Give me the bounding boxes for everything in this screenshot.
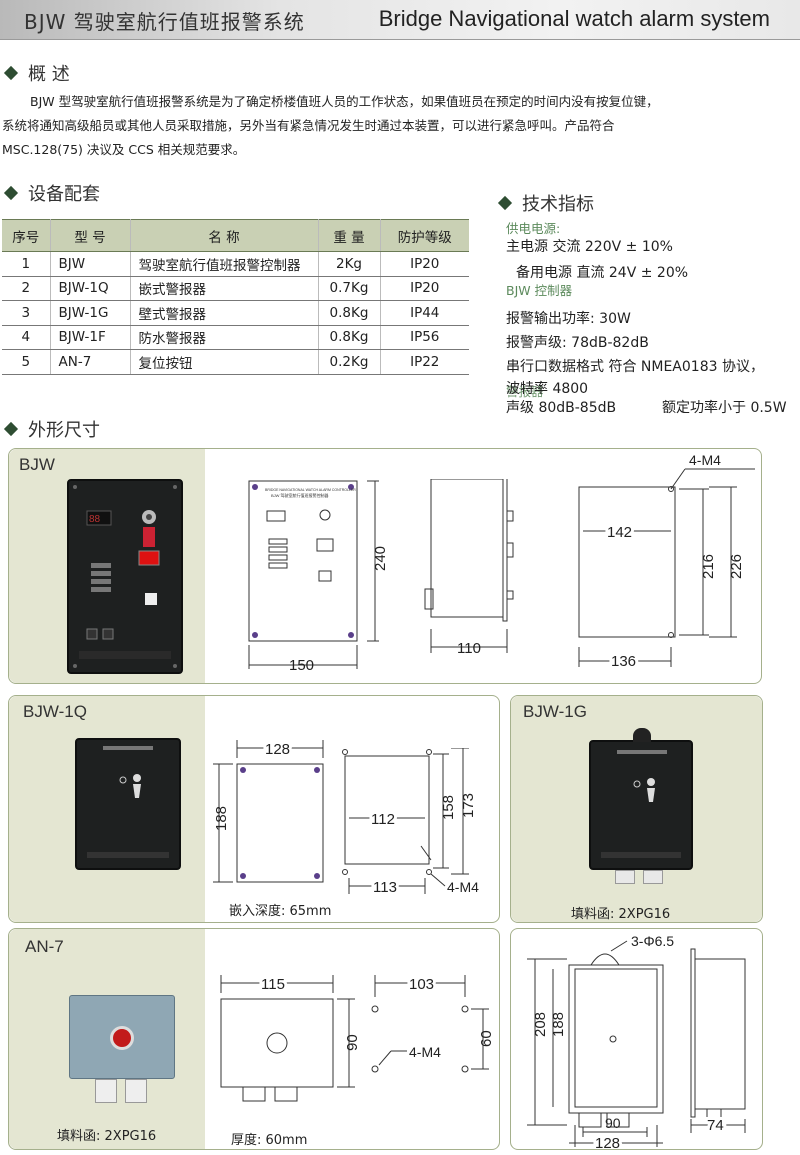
- an7-gland-right: [125, 1079, 147, 1103]
- dimensions-title: 外形尺寸: [3, 416, 100, 442]
- bjw-controller-photo: 88: [67, 479, 183, 674]
- col-header-no: 序号: [2, 219, 51, 252]
- bjw1g-panel: BJW-1G 填料函: 2XPG16: [510, 695, 763, 923]
- tech-baud: 波特率 4800: [506, 381, 589, 397]
- bjw-dim-width: 150: [289, 657, 314, 674]
- bjw1g-dim-inner-h: 188: [550, 1012, 567, 1037]
- bjw-label: BJW: [19, 455, 55, 474]
- an7-dim-hole-w: 103: [409, 976, 434, 993]
- table-header-row: 序号 型 号 名 称 重 量 防护等级: [2, 219, 469, 252]
- bjw-drawing-title-en: BRIDGE NAVIGATIONAL WATCH ALARM CONTROLL…: [265, 488, 356, 492]
- svg-text:88: 88: [89, 514, 101, 525]
- bjw-dim-bottom: 136: [611, 653, 636, 670]
- an7-label: AN-7: [25, 937, 64, 956]
- bjw1g-gland-right: [643, 870, 663, 884]
- bjw1g-dim-hole: 3-Φ6.5: [631, 933, 674, 949]
- diamond-bullet-icon: [3, 421, 19, 437]
- an7-front-drawing: 115 90: [209, 969, 361, 1123]
- bjw-side-drawing: 110: [421, 474, 521, 683]
- bjw-dim-hole-w: 142: [607, 524, 632, 541]
- bjw1g-drawing: 3-Φ6.5 208 188 90 128 74: [527, 933, 746, 1149]
- tech-serial-format: 串行口数据格式 符合 NMEA0183 协议，: [506, 359, 764, 375]
- bjw1g-caption: 填料函: 2XPG16: [571, 907, 671, 922]
- bjw-dim-screw: 4-M4: [689, 452, 721, 468]
- equipment-title: 设备配套: [3, 180, 100, 206]
- tech-main-power: 主电源 交流 220V ± 10%: [506, 239, 673, 255]
- diamond-bullet-icon: [3, 65, 19, 81]
- bjw1q-dim-height: 188: [213, 806, 230, 831]
- tech-controller-heading: BJW 控制器: [506, 283, 573, 298]
- bjw1q-front-drawing: 128 188: [205, 734, 335, 898]
- col-header-weight: 重 量: [318, 219, 381, 252]
- banner-title-en: Bridge Navigational watch alarm system: [378, 6, 770, 31]
- reset-button-icon: [110, 1026, 134, 1050]
- bjw-cutout-drawing: 4-M4 142 216 226 136: [559, 451, 759, 685]
- col-header-name: 名 称: [130, 219, 319, 252]
- an7-device-photo: [69, 995, 175, 1079]
- overview-text: BJW 型驾驶室航行值班报警系统是为了确定桥楼值班人员的工作状态，如果值班员在预…: [2, 94, 659, 157]
- an7-cutout-drawing: 103 60 4-M4: [365, 969, 495, 1103]
- bjw1q-dim-width: 128: [265, 741, 290, 758]
- bjw-dim-hole-h: 216: [700, 554, 717, 579]
- bjw1q-panel: BJW-1Q 128 188: [8, 695, 500, 923]
- bjw1g-drawing-panel: 3-Φ6.5 208 188 90 128 74: [510, 928, 763, 1150]
- bjw-front-drawing: BRIDGE NAVIGATIONAL WATCH ALARM CONTROLL…: [239, 469, 409, 683]
- tech-sound-level: 声级 80dB-85dB: [506, 400, 617, 416]
- an7-dim-height: 90: [344, 1034, 359, 1051]
- bjw1g-dim-depth: 74: [707, 1117, 724, 1134]
- tech-alarm-power: 报警输出功率: 30W: [506, 311, 631, 327]
- tech-alarm-sound: 报警声级: 78dB-82dB: [506, 335, 649, 351]
- tech-backup-power: 备用电源 直流 24V ± 20%: [516, 265, 689, 281]
- tech-alarm-heading: 警报器: [506, 384, 544, 399]
- bjw1g-label: BJW-1G: [523, 702, 587, 721]
- bjw1q-device-photo: [75, 738, 181, 870]
- an7-dim-screw: 4-M4: [409, 1044, 441, 1060]
- header-banner: BJW 驾驶室航行值班报警系统 Bridge Navigational watc…: [0, 0, 800, 40]
- an7-caption-right: 厚度: 60mm: [231, 1133, 308, 1148]
- tech-rated-power: 额定功率小于 0.5W: [662, 400, 787, 416]
- bjw1q-label: BJW-1Q: [23, 702, 87, 721]
- bjw1g-dim-outer-h: 208: [532, 1012, 549, 1037]
- bjw1g-gland-left: [615, 870, 635, 884]
- diamond-bullet-icon: [3, 185, 19, 201]
- overview-title: 概 述: [3, 60, 70, 86]
- an7-dim-width: 115: [261, 976, 285, 993]
- bjw-dim-depth: 110: [457, 640, 481, 657]
- bjw-drawing-title-cn: BJW 驾驶室航行值班报警控制器: [271, 492, 329, 498]
- bjw1q-caption: 嵌入深度: 65mm: [229, 904, 332, 919]
- bjw-dim-height: 240: [372, 546, 389, 571]
- bjw-controller-illustration: 88: [73, 485, 177, 668]
- bjw1q-dim-bottom: 113: [373, 879, 397, 896]
- bjw-panel: BJW 88 BRIDGE NAVIGATIONAL WATCH ALARM C…: [8, 448, 762, 684]
- bjw1q-dim-outer-h: 173: [460, 793, 477, 818]
- bjw1q-dim-screw: 4-M4: [447, 879, 479, 895]
- col-header-protection: 防护等级: [380, 219, 469, 252]
- bjw1q-dim-hole-w: 112: [371, 811, 395, 828]
- tech-power-heading: 供电电源:: [506, 221, 561, 236]
- bjw-dim-outer-h: 226: [728, 554, 745, 579]
- an7-panel: AN-7 填料函: 2XPG16 115 90 厚度: 60mm 103: [8, 928, 500, 1150]
- banner-title-cn: BJW 驾驶室航行值班报警系统: [24, 10, 305, 34]
- bjw1q-dim-hole-h: 158: [440, 795, 457, 820]
- an7-gland-left: [95, 1079, 117, 1103]
- col-header-model: 型 号: [50, 219, 131, 252]
- an7-dim-hole-h: 60: [478, 1030, 495, 1047]
- bjw1g-mount-tab: [633, 728, 651, 742]
- bjw1g-dim-hole-w: 90: [605, 1115, 621, 1131]
- tech-title: 技术指标: [497, 190, 594, 216]
- diamond-bullet-icon: [497, 195, 513, 211]
- bjw1g-device-photo: [589, 740, 693, 870]
- bjw1q-cutout-drawing: 112 158 173 113 4-M4: [335, 747, 495, 912]
- an7-caption-left: 填料函: 2XPG16: [57, 1129, 157, 1144]
- bjw1g-dim-width: 128: [595, 1135, 620, 1149]
